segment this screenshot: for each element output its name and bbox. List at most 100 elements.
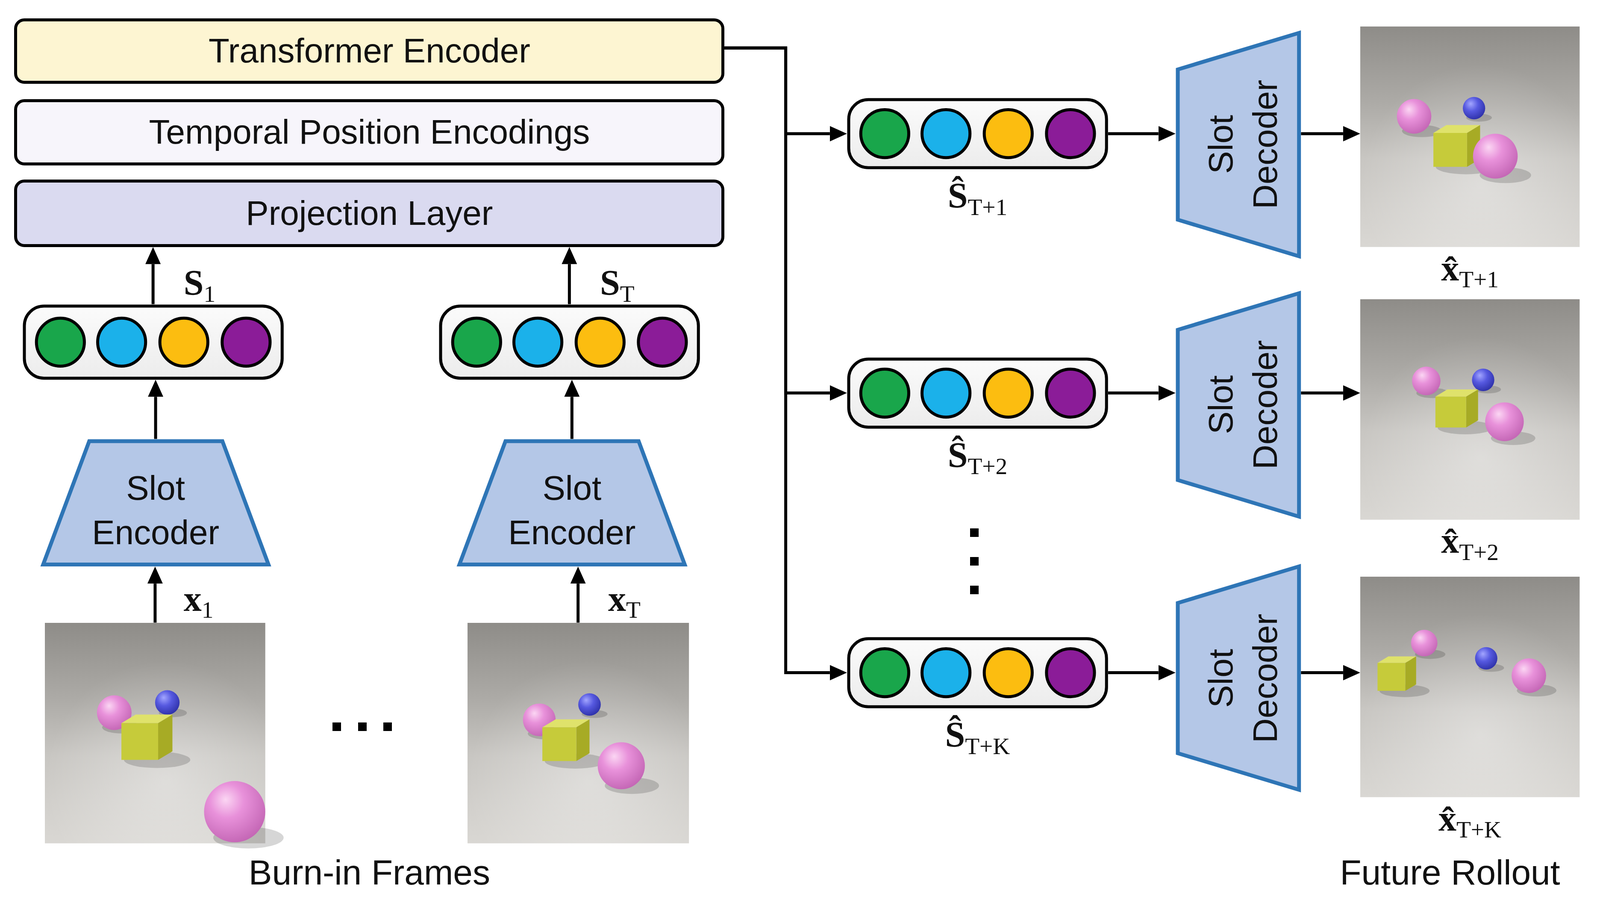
slot-decoder: Slot Decoder: [1175, 291, 1302, 519]
cube-face: [1405, 656, 1416, 692]
encoding-layer: Temporal Position Encodings: [14, 99, 725, 166]
trapezoid-shape: [459, 441, 685, 565]
label-wrapper: Slot Decoder: [1180, 290, 1306, 518]
arrow-connector: [1108, 132, 1159, 136]
ellipsis-dot: [970, 556, 979, 566]
scene-light: [1360, 299, 1580, 520]
slot-pill: [848, 358, 1107, 427]
slot-decoder: Slot Decoder: [1175, 30, 1302, 259]
slot-circle: [576, 317, 624, 366]
trapezoid-shape: [1177, 32, 1300, 256]
math-subscript: T+K: [1456, 816, 1502, 843]
math-symbol: x̂: [1438, 798, 1457, 839]
slot-encoder: Slot Encoder: [457, 438, 687, 567]
label-wrapper: Slot Encoder: [41, 454, 271, 567]
ellipsis-dot: [358, 722, 367, 731]
slot-circle: [1046, 368, 1095, 417]
sphere-object: [1485, 402, 1524, 442]
slot-circle: [36, 317, 85, 366]
scene-background: [1360, 576, 1580, 798]
math-subscript: T+2: [1458, 538, 1499, 565]
math-symbol: Ŝ: [947, 435, 968, 475]
scene-background: [467, 622, 689, 844]
sphere-object: [1471, 368, 1495, 392]
arrow-connector: [154, 396, 158, 439]
math-symbol: Ŝ: [947, 175, 968, 216]
slot-container: [847, 357, 1109, 429]
label-wrapper: Slot Decoder: [1180, 564, 1306, 792]
math-label: ŜT+K: [847, 716, 1109, 753]
arrow-connector: [1108, 670, 1159, 674]
slot-decoder: Slot Decoder: [1175, 564, 1302, 792]
slot-circle: [159, 317, 208, 366]
math-subscript: 1: [201, 596, 214, 623]
slot-circle: [1046, 648, 1095, 697]
cube-face: [1433, 132, 1468, 167]
math-label: ŜT+1: [847, 177, 1109, 214]
node-label: Slot Decoder: [1198, 63, 1288, 226]
slot-container: [22, 304, 284, 380]
scene-image: [44, 622, 266, 844]
node-label: Slot Encoder: [490, 465, 653, 555]
vertical-ellipsis: [970, 528, 979, 595]
cube-face: [1466, 389, 1479, 428]
slot-circle: [452, 317, 501, 366]
slot-pill: [848, 99, 1107, 168]
node-label: Projection Layer: [245, 191, 493, 236]
math-label: x̂T+2: [1360, 522, 1580, 559]
slot-circle: [221, 317, 270, 366]
slot-circle: [921, 109, 970, 158]
math-subscript: T+1: [967, 194, 1008, 221]
arrow-connector: [576, 583, 580, 623]
math-symbol: S: [600, 262, 621, 303]
slot-pill: [440, 305, 699, 379]
math-symbol: S: [183, 262, 204, 303]
slot-pill: [848, 638, 1107, 707]
slot-circle: [921, 648, 970, 697]
slot-set: ŜT+2: [847, 357, 1109, 429]
node-label: Slot Decoder: [1198, 597, 1288, 760]
scene-light: [1360, 26, 1580, 248]
arrow-connector: [153, 583, 157, 623]
node-label: Slot Decoder: [1198, 323, 1288, 486]
slot-set: S1: [22, 304, 284, 380]
sphere-object: [1462, 97, 1486, 120]
video-frame: x̂T+2: [1360, 299, 1580, 520]
sphere-object: [1411, 629, 1438, 656]
slot-container: [847, 97, 1109, 170]
sphere-object: [1511, 658, 1547, 693]
math-subscript: T: [620, 280, 635, 307]
ellipsis-dot: [970, 585, 979, 595]
sphere-object: [204, 780, 266, 842]
math-label: ST: [600, 264, 635, 301]
video-frame: x1: [44, 622, 266, 844]
math-label: x1: [183, 580, 214, 617]
scene-image: [1360, 26, 1580, 248]
slot-circle: [97, 317, 146, 366]
sphere-object: [1411, 366, 1441, 395]
arrow-connector: [1300, 132, 1344, 136]
math-symbol: Ŝ: [945, 714, 966, 755]
node-label: Slot Encoder: [74, 465, 237, 555]
slot-pill: [24, 305, 283, 379]
sphere-object: [1473, 133, 1518, 179]
math-symbol: x: [608, 578, 627, 619]
arrow-connector: [724, 47, 830, 673]
video-frame: x̂T+K: [1360, 576, 1580, 798]
slot-circle: [860, 648, 909, 697]
arrow-connector: [1300, 670, 1344, 674]
slot-set: ŜT+K: [847, 636, 1109, 709]
slot-encoder: Slot Encoder: [41, 438, 271, 567]
slot-set: ŜT+1: [847, 97, 1109, 170]
math-label: xT: [608, 580, 641, 617]
arrow-connector: [151, 264, 155, 305]
scene-background: [1360, 299, 1580, 520]
sphere-object: [1474, 647, 1498, 670]
scene-light: [44, 622, 266, 844]
math-symbol: x̂: [1441, 248, 1459, 289]
slot-circle: [921, 368, 970, 417]
sphere-object: [597, 741, 645, 789]
transformer-layer: Transformer Encoder: [14, 18, 725, 84]
cube-face: [1377, 662, 1406, 691]
